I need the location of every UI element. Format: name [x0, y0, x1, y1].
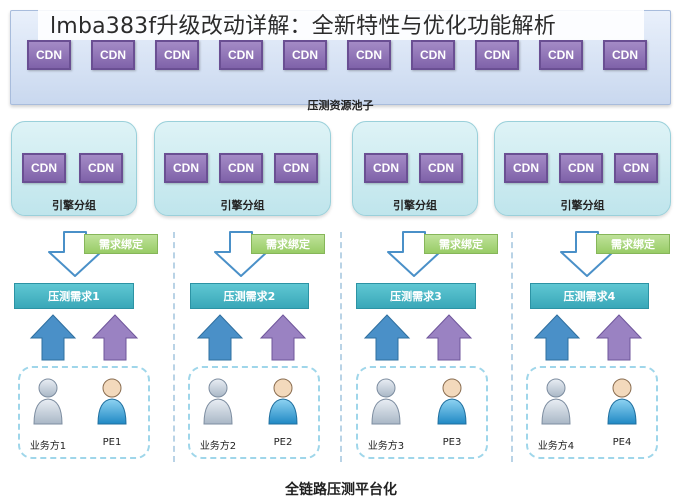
diagram-caption: 全链路压测平台化 [285, 482, 397, 498]
stakeholder-box-3 [356, 366, 488, 459]
engine-group-label: 引擎分组 [52, 199, 96, 212]
upload-arrows [29, 314, 643, 361]
pe-up-arrow [259, 314, 307, 361]
group-cdn-node: CDN [504, 153, 548, 183]
column-divider [340, 232, 342, 462]
pool-cdn-node: CDN [475, 40, 519, 70]
business-person-icon [541, 378, 571, 425]
business-label: 业务方4 [537, 441, 575, 452]
pool-cdn-node: CDN [347, 40, 391, 70]
pe-up-arrow [91, 314, 139, 361]
business-label: 业务方2 [199, 441, 237, 452]
page-title: lmba383f升级改动详解：全新特性与优化功能解析 [50, 14, 556, 39]
pe-label: PE1 [102, 437, 122, 448]
business-label: 业务方3 [367, 441, 405, 452]
pool-cdn-node: CDN [283, 40, 327, 70]
stakeholder-box-1 [18, 366, 150, 459]
pe-up-arrow [595, 314, 643, 361]
engine-group-label: 引擎分组 [393, 199, 437, 212]
demand-binding-tag: 需求绑定 [596, 234, 670, 254]
business-person-icon [371, 378, 401, 425]
pool-cdn-node: CDN [603, 40, 647, 70]
test-demand-box: 压测需求2 [190, 283, 309, 309]
column-divider [173, 232, 175, 462]
resource-pool-label: 压测资源池子 [307, 99, 374, 112]
pool-cdn-node: CDN [411, 40, 455, 70]
column-divider [511, 232, 513, 462]
demand-binding-tag: 需求绑定 [424, 234, 498, 254]
engine-group-label: 引擎分组 [220, 199, 265, 212]
group-cdn-node: CDN [164, 153, 208, 183]
business-label: 业务方1 [29, 441, 67, 452]
business-up-arrow [29, 314, 77, 361]
group-cdn-node: CDN [559, 153, 603, 183]
test-demand-box: 压测需求1 [14, 283, 134, 309]
group-cdn-node: CDN [219, 153, 263, 183]
pe-person-icon [268, 378, 298, 425]
pe-label: PE3 [442, 437, 462, 448]
pool-cdn-node: CDN [91, 40, 135, 70]
business-person-icon [203, 378, 233, 425]
demand-binding-tag: 需求绑定 [84, 234, 158, 254]
pe-person-icon [607, 378, 637, 425]
business-up-arrow [533, 314, 581, 361]
test-demand-box: 压测需求3 [356, 283, 476, 309]
group-cdn-node: CDN [79, 153, 123, 183]
business-up-arrow [363, 314, 411, 361]
group-cdn-node: CDN [614, 153, 658, 183]
group-cdn-node: CDN [364, 153, 408, 183]
pool-cdn-node: CDN [27, 40, 71, 70]
group-cdn-node: CDN [419, 153, 463, 183]
group-cdn-node: CDN [274, 153, 318, 183]
engine-group-label: 引擎分组 [560, 199, 605, 212]
test-demand-box: 压测需求4 [530, 283, 649, 309]
pe-person-icon [97, 378, 127, 425]
pe-up-arrow [425, 314, 473, 361]
business-person-icon [33, 378, 63, 425]
demand-binding-tag: 需求绑定 [251, 234, 325, 254]
pe-label: PE2 [273, 437, 293, 448]
pool-cdn-node: CDN [155, 40, 199, 70]
pe-label: PE4 [612, 437, 632, 448]
group-cdn-node: CDN [22, 153, 66, 183]
pe-person-icon [437, 378, 467, 425]
title-backdrop [38, 6, 644, 40]
stakeholder-box-4 [526, 366, 658, 459]
stakeholder-box-2 [188, 366, 320, 459]
pool-cdn-node: CDN [539, 40, 583, 70]
business-up-arrow [196, 314, 244, 361]
pool-cdn-node: CDN [219, 40, 263, 70]
